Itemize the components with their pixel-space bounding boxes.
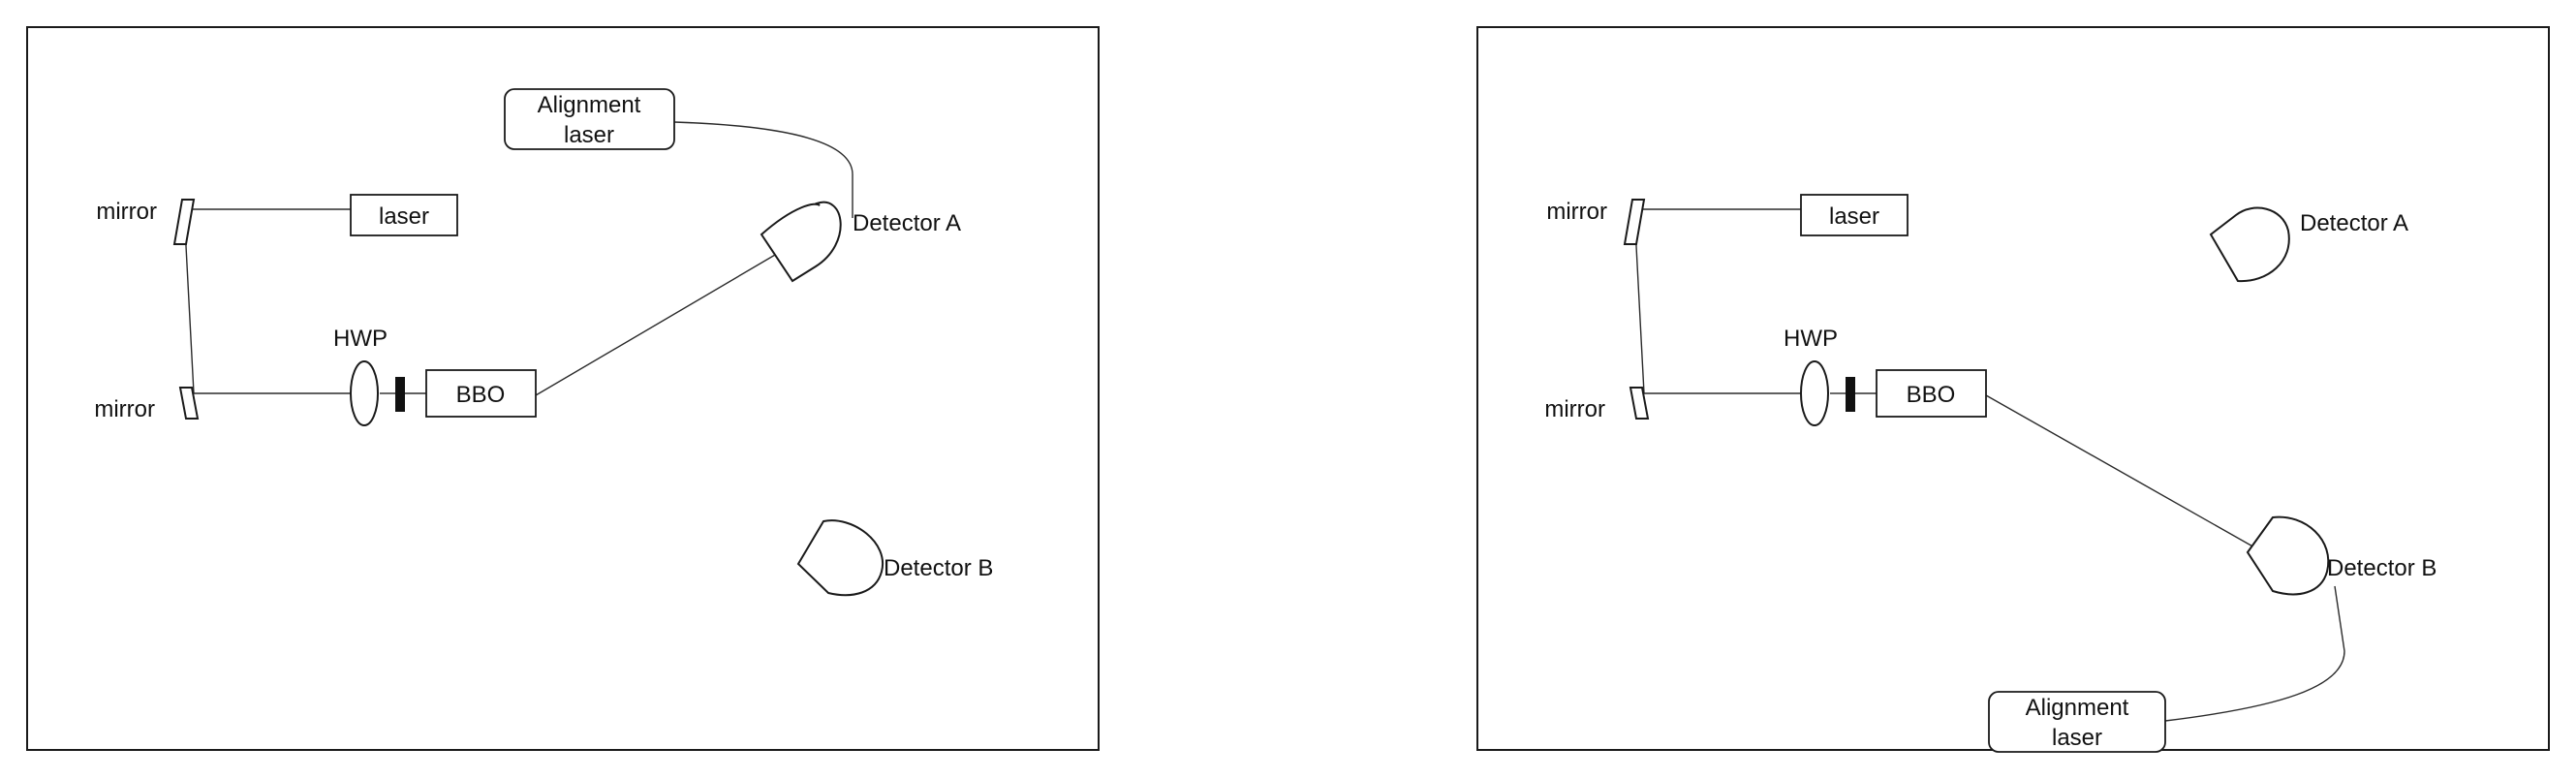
pump-beam-path	[1633, 208, 1801, 394]
alignment-laser-label-line1: Alignment	[2026, 695, 2129, 721]
alignment-laser-label-line2: laser	[2052, 725, 2102, 751]
mirror-bottom-label: mirror	[1544, 396, 1605, 422]
alignment-fiber	[2164, 585, 2345, 722]
mirror-top-label: mirror	[96, 199, 157, 225]
alignment-laser-label-line2: laser	[564, 122, 614, 148]
panel-left: laser mirror mirror HWP BBO Alignment la…	[26, 26, 1100, 751]
laser-label: laser	[379, 203, 429, 230]
laser-box: laser	[350, 194, 458, 236]
mirror-top	[172, 199, 196, 245]
detector-b-icon	[796, 519, 885, 597]
detector-a-label: Detector A	[2300, 210, 2408, 236]
mirror-bottom	[1629, 387, 1650, 420]
panel-right: laser mirror mirror HWP BBO Detector A D…	[1476, 26, 2550, 753]
hwp-label: HWP	[1784, 326, 1838, 352]
half-wave-plate	[1800, 360, 1829, 426]
bbo-crystal: BBO	[1876, 369, 1987, 418]
detector-a-label: Detector A	[853, 210, 961, 236]
bbo-to-detector-a-beam	[535, 247, 788, 396]
bbo-crystal: BBO	[425, 369, 537, 418]
laser-label: laser	[1829, 203, 1879, 230]
mirror-top-label: mirror	[1546, 199, 1607, 225]
mirror-bottom	[178, 387, 200, 420]
detector-a-icon	[760, 201, 842, 283]
hwp-label: HWP	[333, 326, 388, 352]
alignment-fiber	[673, 121, 853, 218]
half-wave-plate	[350, 360, 379, 426]
bbo-label: BBO	[456, 382, 506, 408]
detector-a-icon	[2209, 206, 2290, 283]
alignment-laser-label-line1: Alignment	[538, 92, 641, 118]
pump-beam-path	[183, 208, 351, 394]
bbo-label: BBO	[1907, 382, 1956, 408]
laser-box: laser	[1800, 194, 1909, 236]
hwp-mount-block	[1846, 377, 1855, 412]
panel-right-frame	[1476, 26, 2550, 751]
mirror-top	[1623, 199, 1646, 245]
alignment-laser-box: Alignment laser	[1988, 691, 2166, 753]
detector-b-label: Detector B	[2327, 555, 2436, 581]
mirror-bottom-label: mirror	[94, 396, 155, 422]
detector-b-icon	[2246, 515, 2330, 596]
alignment-laser-box: Alignment laser	[504, 88, 675, 150]
hwp-mount-block	[395, 377, 405, 412]
detector-b-label: Detector B	[884, 555, 993, 581]
bbo-to-detector-b-beam	[1985, 394, 2264, 553]
